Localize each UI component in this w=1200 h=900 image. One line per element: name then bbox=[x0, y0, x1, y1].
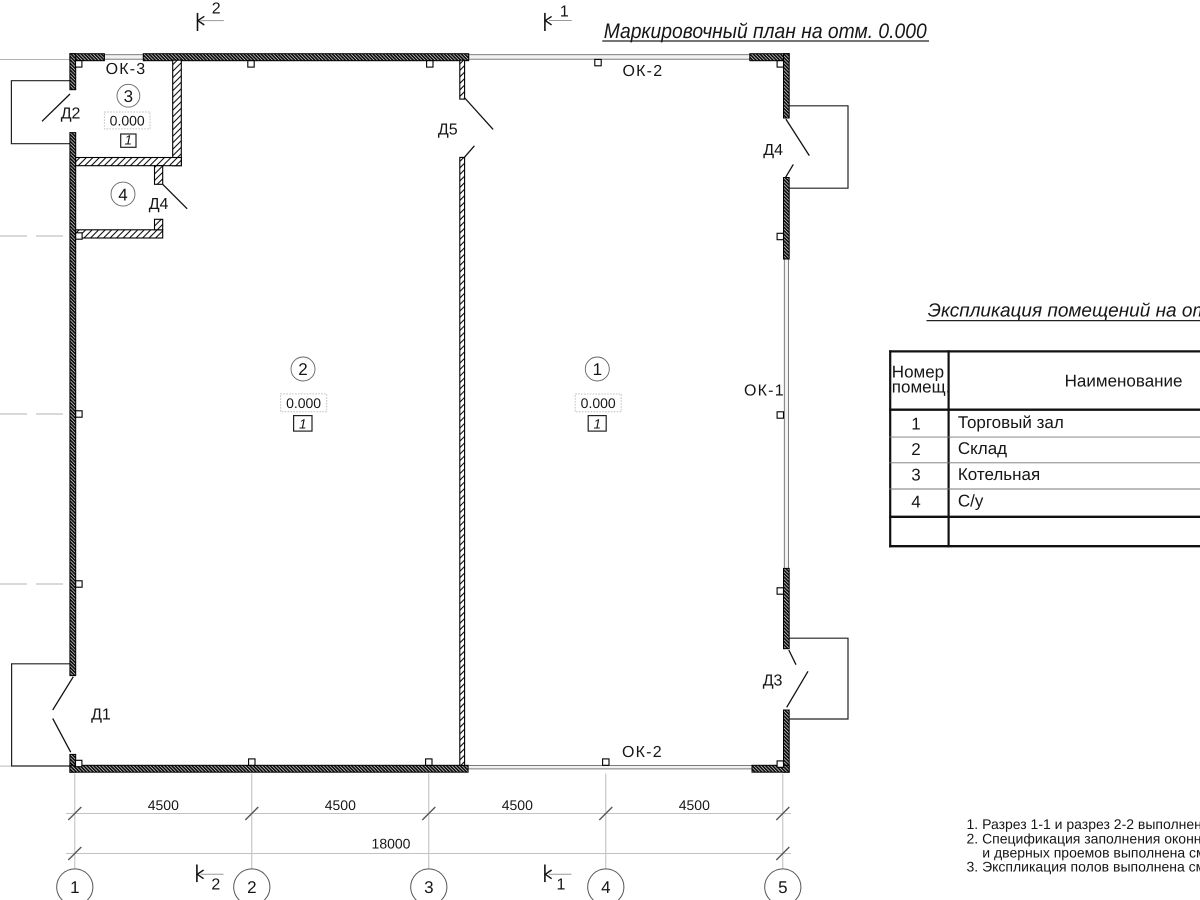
svg-text:4: 4 bbox=[601, 878, 610, 897]
svg-text:3. Экспликация полов выполнена: 3. Экспликация полов выполнена см. лист … bbox=[967, 859, 1200, 875]
svg-text:ОК-2: ОК-2 bbox=[623, 63, 664, 80]
svg-text:Д3: Д3 bbox=[763, 673, 783, 690]
svg-text:Маркировочный план на отм. 0.0: Маркировочный план на отм. 0.000 bbox=[604, 20, 927, 43]
svg-text:ОК-3: ОК-3 bbox=[106, 61, 147, 78]
svg-text:1. Разрез 1-1 и разрез 2-2 вып: 1. Разрез 1-1 и разрез 2-2 выполнены см.… bbox=[967, 816, 1200, 832]
svg-text:1: 1 bbox=[299, 416, 307, 431]
svg-text:3: 3 bbox=[124, 87, 133, 106]
svg-text:1: 1 bbox=[556, 876, 565, 893]
svg-text:Д4: Д4 bbox=[763, 142, 783, 159]
svg-text:4500: 4500 bbox=[502, 797, 533, 813]
svg-text:ОК-1: ОК-1 bbox=[744, 383, 785, 400]
svg-text:С/у: С/у bbox=[958, 491, 984, 510]
svg-text:0.000: 0.000 bbox=[286, 395, 321, 411]
svg-text:4: 4 bbox=[911, 492, 920, 511]
svg-text:Д4: Д4 bbox=[149, 196, 169, 213]
svg-text:2: 2 bbox=[247, 878, 256, 897]
svg-text:0.000: 0.000 bbox=[110, 113, 145, 129]
svg-text:и дверных проемов выполнена см: и дверных проемов выполнена см. лист 4 bbox=[982, 845, 1200, 861]
svg-text:2: 2 bbox=[212, 0, 221, 17]
svg-text:1: 1 bbox=[560, 4, 569, 21]
svg-text:2. Спецификация заполнения око: 2. Спецификация заполнения оконных bbox=[967, 830, 1200, 846]
svg-text:3: 3 bbox=[424, 878, 433, 897]
svg-text:Д1: Д1 bbox=[91, 707, 111, 724]
svg-text:1: 1 bbox=[911, 414, 920, 433]
svg-text:Склад: Склад bbox=[958, 439, 1007, 458]
svg-text:4: 4 bbox=[118, 185, 127, 204]
svg-text:0.000: 0.000 bbox=[581, 395, 616, 411]
svg-text:2: 2 bbox=[911, 440, 920, 459]
svg-text:18000: 18000 bbox=[372, 836, 411, 852]
svg-text:Торговый зал: Торговый зал bbox=[958, 413, 1064, 432]
svg-text:4500: 4500 bbox=[679, 797, 710, 813]
svg-text:Номер: Номер bbox=[892, 363, 944, 382]
svg-text:Котельная: Котельная bbox=[958, 465, 1040, 484]
svg-text:Наименование: Наименование bbox=[1065, 371, 1183, 390]
svg-text:1: 1 bbox=[593, 416, 601, 431]
svg-text:1: 1 bbox=[593, 360, 602, 379]
svg-text:3: 3 bbox=[911, 466, 920, 485]
svg-text:4500: 4500 bbox=[148, 797, 179, 813]
svg-text:помещ.: помещ. bbox=[892, 377, 951, 396]
svg-text:1: 1 bbox=[70, 878, 79, 897]
svg-text:ОК-2: ОК-2 bbox=[622, 744, 663, 761]
svg-text:Д2: Д2 bbox=[61, 106, 81, 123]
svg-text:4500: 4500 bbox=[325, 797, 356, 813]
svg-text:Д5: Д5 bbox=[438, 121, 458, 138]
svg-text:2: 2 bbox=[211, 876, 220, 893]
svg-text:5: 5 bbox=[778, 878, 787, 897]
svg-text:Экспликация помещений на отм.: Экспликация помещений на отм. 0.000 bbox=[928, 300, 1200, 321]
svg-text:2: 2 bbox=[298, 360, 307, 379]
svg-text:1: 1 bbox=[125, 133, 133, 148]
